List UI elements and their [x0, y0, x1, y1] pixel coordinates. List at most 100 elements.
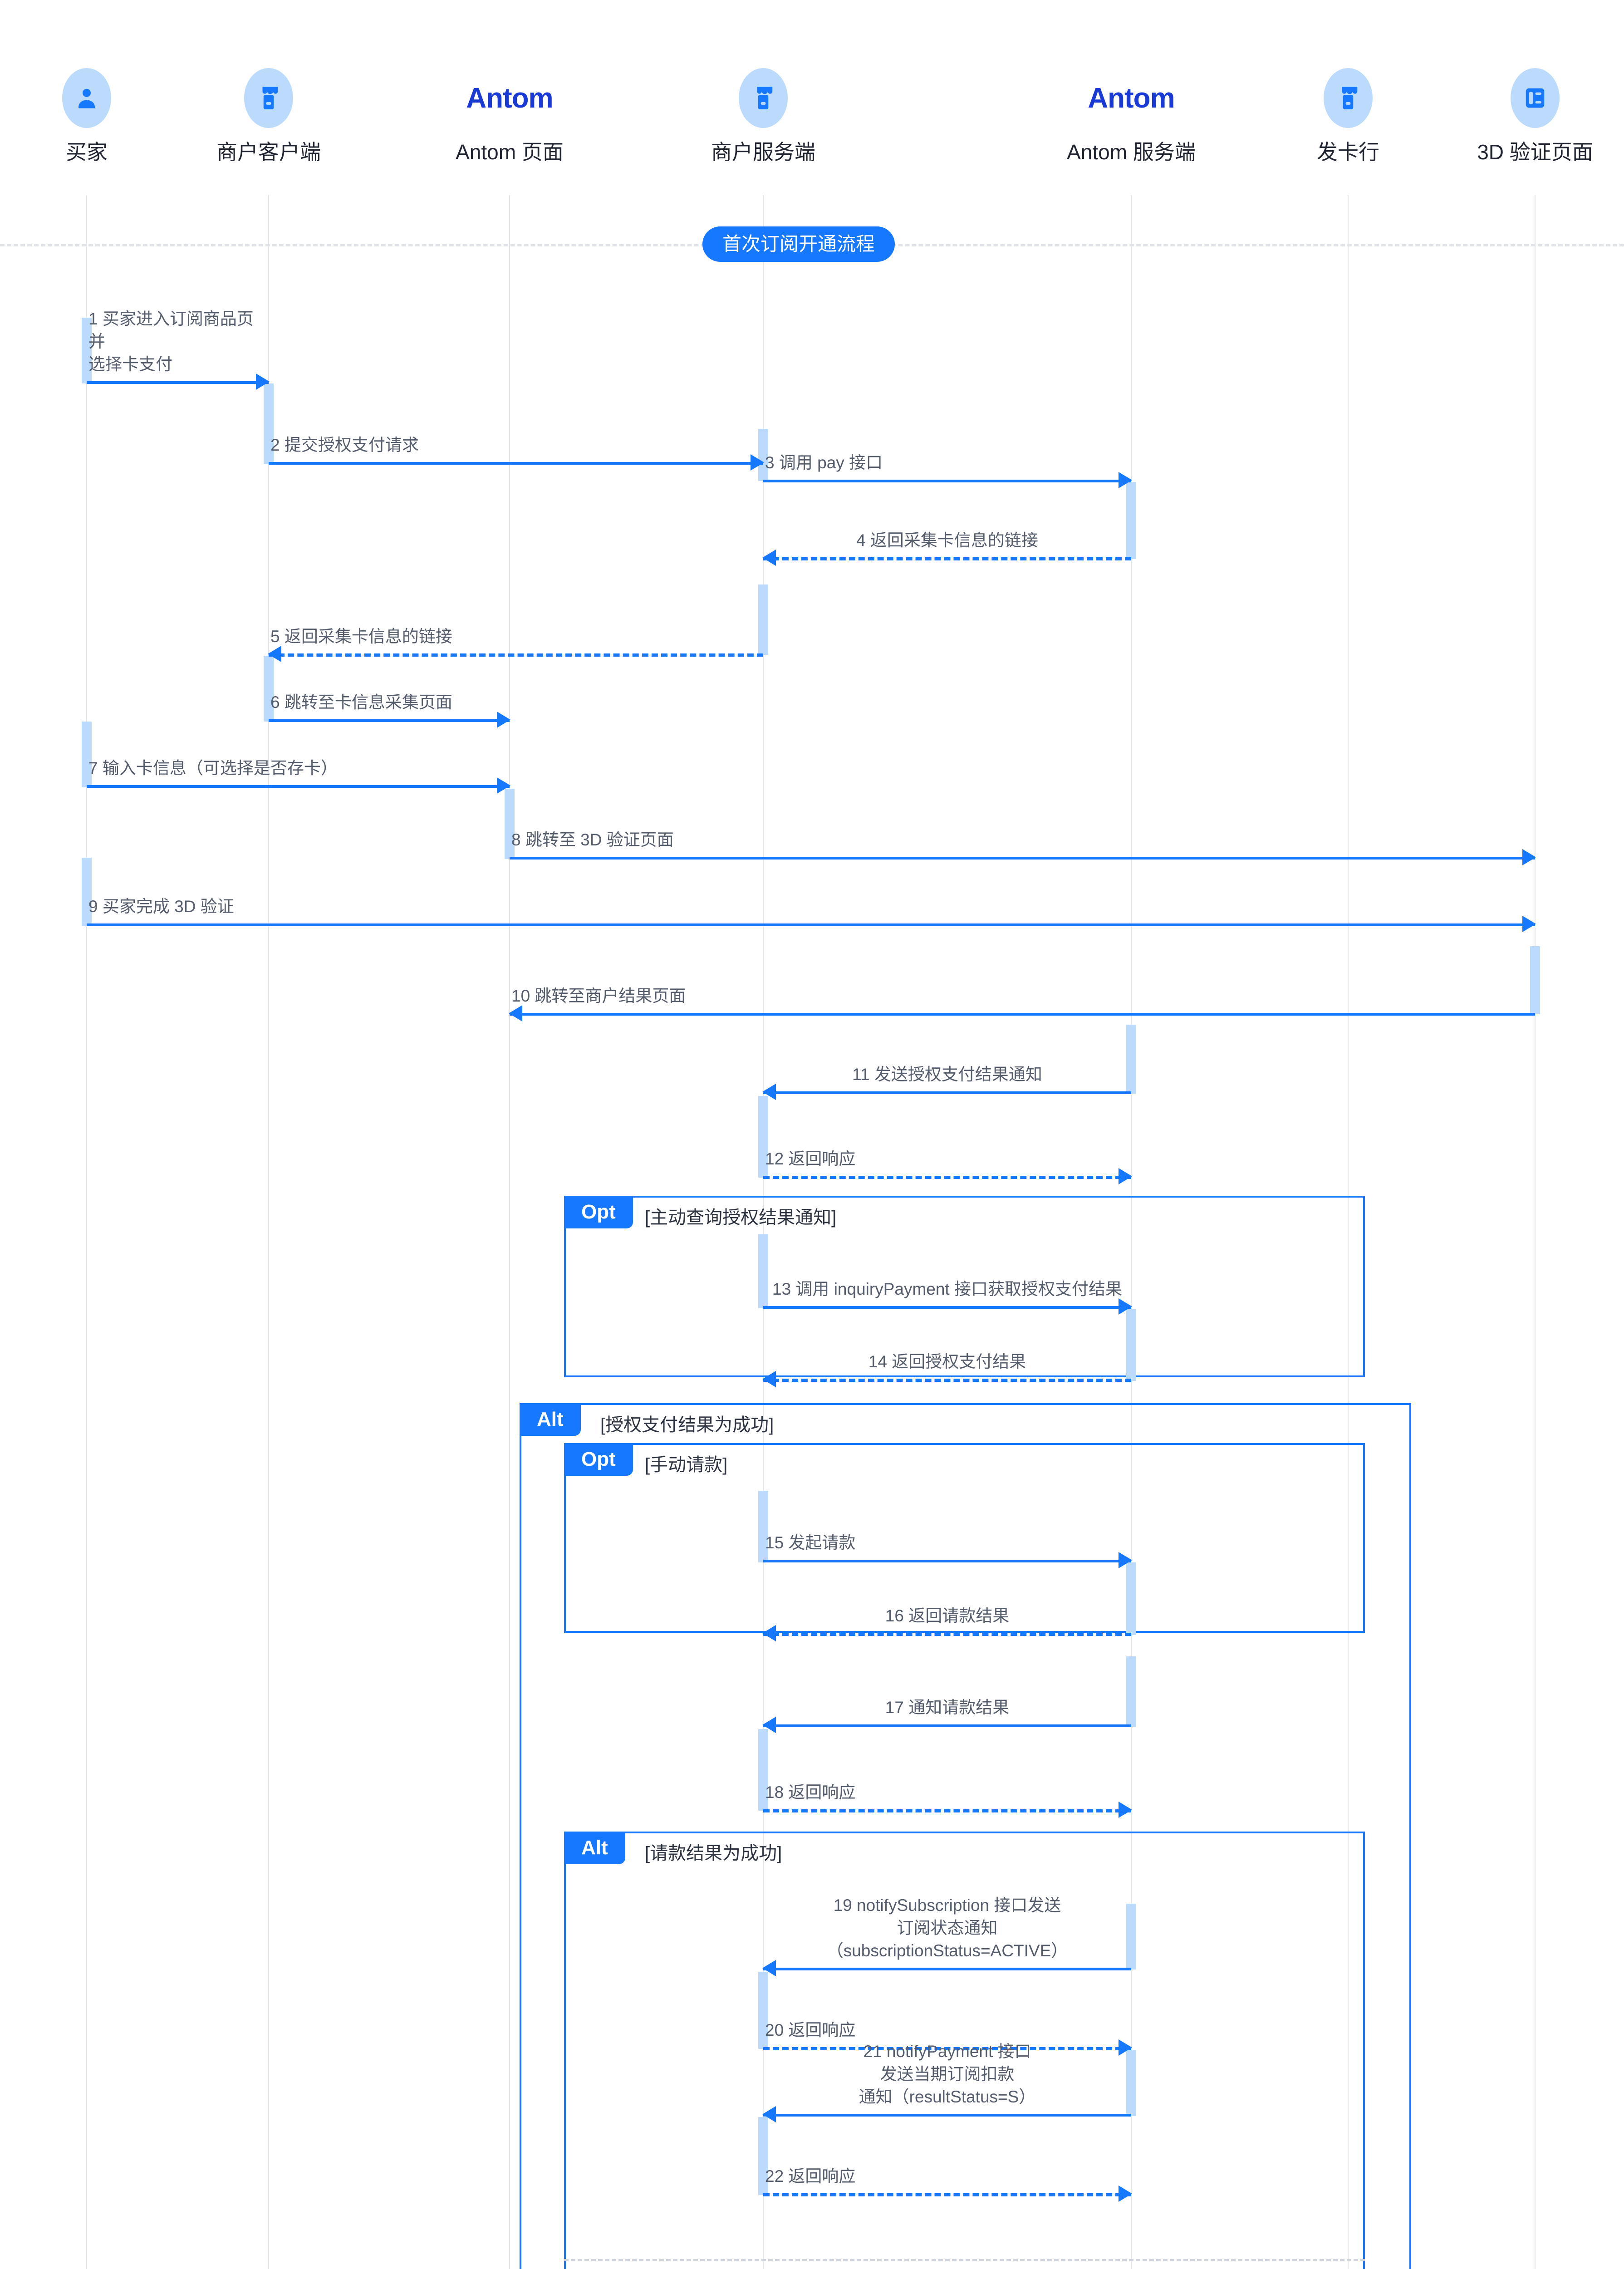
arrowhead-left — [762, 2106, 776, 2122]
message-line — [763, 557, 1131, 560]
fragment-tag: Opt — [564, 1196, 633, 1229]
message-line — [87, 923, 1535, 926]
arrowhead-left — [762, 1084, 776, 1100]
activation-bar-21 — [1126, 2050, 1136, 2116]
activation-bar-18 — [758, 1729, 768, 1811]
arrowhead-right — [1119, 1298, 1132, 1315]
message-line — [763, 1306, 1131, 1309]
message-line — [763, 1724, 1131, 1727]
activation-bar-11 — [1126, 1025, 1136, 1094]
message-label-16: 16 返回请款结果 — [885, 1606, 1010, 1626]
activation-bar-16 — [1126, 1562, 1136, 1635]
message-label-1: 1 买家进入订阅商品页并选择卡支付 — [88, 309, 254, 374]
activation-bar-2 — [264, 383, 274, 464]
participant-header-7: 3D 验证页面 — [1431, 68, 1624, 165]
lifeline-4 — [763, 195, 764, 2269]
arrowhead-left — [762, 1717, 776, 1733]
fragment-tag: Opt — [564, 1443, 633, 1476]
activation-bar-7 — [82, 722, 92, 787]
antom-wordmark: Antom — [1088, 82, 1175, 114]
message-line — [763, 1633, 1131, 1636]
activation-bar-22 — [758, 2117, 768, 2195]
store-icon — [1324, 68, 1373, 128]
message-label-19: 19 notifySubscription 接口发送订阅状态通知（subscri… — [826, 1896, 1068, 1960]
participant-label: 商户客户端 — [216, 140, 321, 164]
message-line — [763, 1809, 1131, 1812]
fragment-condition: [请款结果为成功] — [645, 1843, 782, 1863]
message-label-18: 18 返回响应 — [765, 1783, 856, 1802]
message-line — [763, 2047, 1131, 2050]
arrowhead-right — [751, 454, 764, 471]
fragment-tag: Alt — [564, 1832, 625, 1865]
activation-bar-17 — [1126, 1656, 1136, 1727]
arrowhead-left — [762, 1960, 776, 1976]
message-label-17: 17 通知请款结果 — [885, 1698, 1010, 1717]
activation-bar-1 — [82, 318, 92, 383]
fragment-alt-2: Alt — [520, 1403, 1411, 2269]
message-line — [763, 2193, 1131, 2196]
participant-header-2: 商户客户端 — [164, 68, 373, 165]
message-label-9: 9 买家完成 3D 验证 — [88, 897, 234, 916]
antom-logo-icon: Antom — [1088, 68, 1175, 128]
antom-logo-icon: Antom — [466, 68, 553, 128]
arrowhead-left — [762, 1371, 776, 1387]
lifeline-5 — [1131, 195, 1132, 2269]
message-label-10: 10 跳转至商户结果页面 — [511, 987, 686, 1006]
store-icon-bubble — [739, 68, 788, 128]
fragment-condition: [授权支付结果为成功] — [600, 1415, 774, 1435]
participant-header-1: 买家 — [0, 68, 191, 165]
message-line — [763, 1379, 1131, 1382]
message-line — [269, 719, 510, 722]
fragment-tag: Alt — [520, 1403, 581, 1436]
message-label-20: 20 返回响应 — [765, 2021, 856, 2040]
message-label-5: 5 返回采集卡信息的链接 — [270, 627, 452, 646]
fragment-condition: [手动请款] — [645, 1455, 728, 1475]
arrowhead-left — [509, 1005, 522, 1022]
message-label-13: 13 调用 inquiryPayment 接口获取授权支付结果 — [772, 1280, 1123, 1299]
message-line — [87, 785, 510, 788]
message-line — [510, 1013, 1535, 1016]
participant-label: Antom 服务端 — [1067, 140, 1196, 164]
participant-label: 发卡行 — [1317, 140, 1379, 164]
arrowhead-left — [268, 646, 281, 662]
message-label-14: 14 返回授权支付结果 — [868, 1352, 1026, 1371]
message-label-15: 15 发起请款 — [765, 1533, 856, 1552]
arrowhead-right — [1119, 472, 1132, 488]
lifeline-3 — [509, 195, 510, 2269]
activation-bar-12 — [758, 1096, 768, 1178]
message-label-7: 7 输入卡信息（可选择是否存卡） — [88, 759, 338, 778]
message-line — [763, 1091, 1131, 1094]
store-icon-bubble — [1324, 68, 1373, 128]
person-icon — [62, 68, 111, 128]
participant-label: Antom 页面 — [456, 140, 564, 164]
store-icon — [244, 68, 293, 128]
arrowhead-right — [1119, 2039, 1132, 2056]
message-label-11: 11 发送授权支付结果通知 — [852, 1065, 1042, 1084]
message-line — [269, 462, 763, 465]
message-line — [763, 1968, 1131, 1970]
lifeline-1 — [86, 195, 87, 2269]
message-label-3: 3 调用 pay 接口 — [765, 453, 883, 472]
browser-icon — [1511, 68, 1560, 128]
person-icon-bubble — [62, 68, 111, 128]
activation-bar-13 — [758, 1234, 768, 1308]
participant-label: 买家 — [66, 140, 108, 164]
fragment-condition: [主动查询授权结果通知] — [645, 1208, 837, 1228]
activation-bar-9 — [82, 858, 92, 926]
message-line — [763, 2114, 1131, 2117]
activation-bar-20 — [758, 1972, 768, 2049]
arrowhead-right — [1522, 916, 1536, 932]
activation-bar-8 — [505, 789, 515, 859]
activation-bar-15 — [758, 1491, 768, 1562]
message-label-4: 4 返回采集卡信息的链接 — [856, 531, 1038, 550]
message-line — [269, 653, 763, 657]
browser-icon-bubble — [1511, 68, 1560, 128]
fragment-opt-3: Opt — [564, 1443, 1365, 1633]
lifeline-2 — [268, 195, 269, 2269]
arrowhead-left — [762, 1625, 776, 1641]
message-line — [510, 857, 1535, 859]
fragment-alt-4: Alt — [564, 1832, 1365, 2269]
message-label-2: 2 提交授权支付请求 — [270, 436, 419, 455]
